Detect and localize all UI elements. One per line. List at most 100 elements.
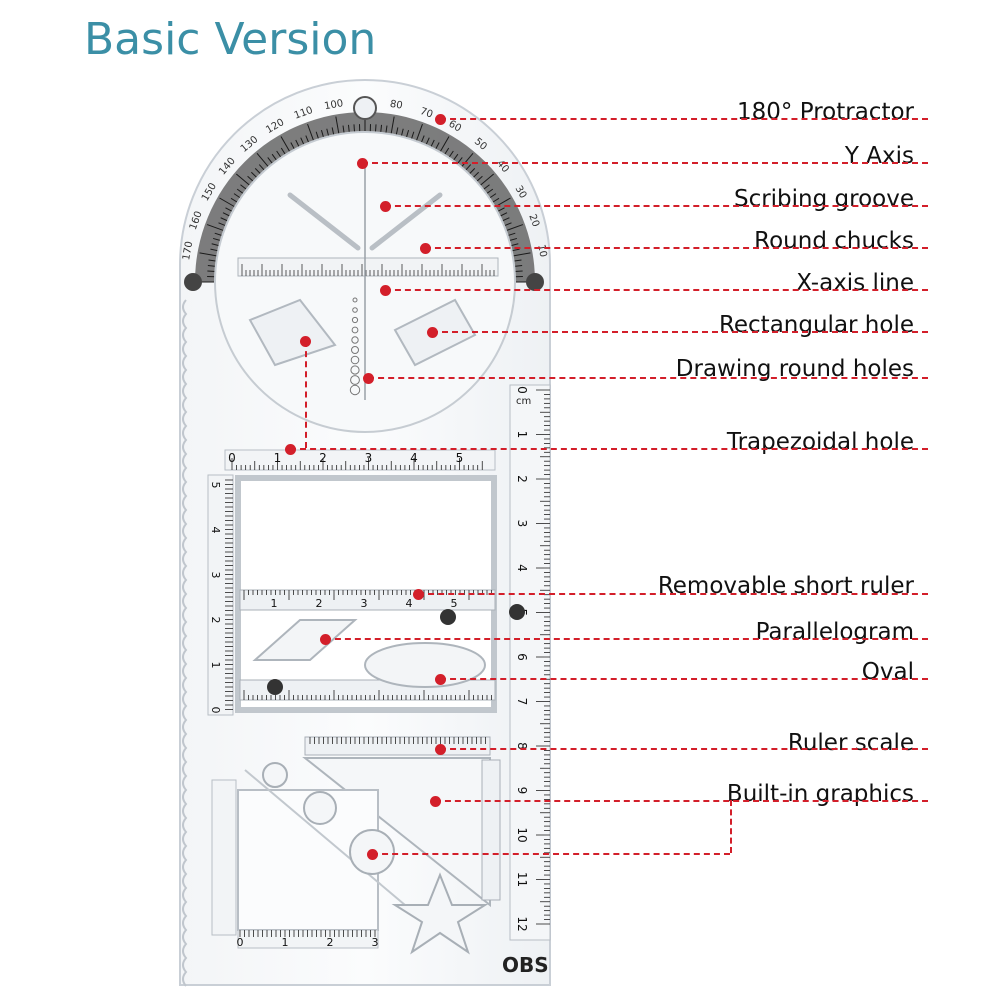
degree-tick: [374, 124, 377, 133]
right-scale-label: 1: [515, 431, 529, 439]
degree-label: 170: [181, 240, 195, 261]
left-scale-label: 2: [209, 617, 222, 624]
right-scale-label: 11: [515, 872, 529, 887]
round-hole: [350, 375, 360, 385]
round-chuck-top: [353, 96, 377, 120]
label-parallelogram: Parallelogram: [755, 619, 914, 645]
left-scale-strip: [207, 474, 234, 716]
leader-graphics-circle: [372, 853, 730, 855]
ruler-scale-ticks: [309, 737, 486, 744]
top-scale-label: 2: [319, 451, 327, 465]
degree-tick: [331, 127, 335, 136]
degree-tick: [207, 264, 216, 267]
degree-tick: [486, 188, 494, 195]
leader-dot-trapezoid: [300, 336, 311, 347]
degree-tick: [509, 237, 518, 242]
unit-label: cm: [516, 396, 531, 407]
label-y-axis: Y Axis: [844, 143, 914, 169]
degree-tick: [461, 152, 474, 168]
degree-tick: [400, 128, 404, 137]
leader-dot-protractor: [435, 114, 446, 125]
leader-dot-x-axis-line: [380, 285, 391, 296]
short-ruler-label: 4: [406, 597, 413, 610]
degree-tick: [425, 137, 430, 146]
degree-tick: [452, 153, 459, 161]
bottom-scale-label: 1: [282, 936, 289, 949]
degree-tick: [513, 259, 522, 262]
degree-tick: [395, 127, 399, 136]
left-scale-label: 3: [209, 572, 222, 579]
protractor-band: [195, 112, 535, 282]
right-scale-label: 0: [515, 386, 529, 394]
triangle-scale-strip: [481, 759, 501, 901]
degree-tick: [501, 217, 510, 222]
x-axis-strip: [237, 257, 499, 277]
round-hole: [350, 365, 360, 375]
degree-tick: [258, 164, 266, 171]
label-ruler-scale: Ruler scale: [787, 730, 914, 756]
top-scale-label: 0: [228, 451, 236, 465]
right-scale-labels: 0123456789101112: [515, 386, 529, 931]
leader-dot-ruler-scale: [435, 744, 446, 755]
degree-tick: [335, 116, 340, 135]
degree-tick: [315, 131, 320, 140]
degree-tick: [295, 139, 300, 148]
round-hole: [352, 297, 358, 303]
degree-tick: [230, 197, 239, 203]
screw-left: [267, 679, 283, 695]
degree-tick: [390, 116, 395, 135]
page-title: Basic Version: [84, 14, 377, 65]
degree-tick: [271, 153, 278, 161]
leader-dot-built-in-graphics: [430, 796, 441, 807]
right-scale-strip: [509, 384, 551, 941]
top-scale-strip: [224, 449, 496, 471]
degree-tick: [497, 207, 505, 213]
leader-line-trapezoidal-hole: [290, 448, 928, 450]
round-hole: [349, 384, 361, 396]
degree-tick: [212, 237, 221, 242]
degree-tick: [476, 175, 483, 183]
leader-line-drawing-round-holes: [368, 377, 928, 379]
right-scale-label: 7: [515, 698, 529, 706]
right-scale-label: 4: [515, 564, 529, 572]
round-hole: [351, 316, 359, 324]
degree-tick: [208, 259, 217, 262]
degree-tick: [210, 248, 219, 252]
leader-dot-trapezoidal-hole: [285, 444, 296, 455]
round-chuck-right: [526, 273, 544, 291]
bottom-scale-label: 3: [372, 936, 379, 949]
label-x-axis-line: X-axis line: [796, 270, 914, 296]
degree-tick: [254, 167, 262, 175]
degree-tick: [225, 207, 233, 213]
round-hole: [351, 346, 359, 354]
screw-right: [440, 609, 456, 625]
degree-tick: [505, 224, 524, 232]
left-scale-label: 5: [209, 482, 222, 489]
degree-tick: [499, 212, 508, 217]
leader-dot-parallelogram: [320, 634, 331, 645]
degree-tick: [300, 137, 305, 146]
left-scale-label: 0: [209, 707, 222, 714]
degree-tick: [207, 270, 216, 273]
scribing-groove-right: [369, 192, 443, 251]
top-scale-label: 4: [410, 451, 418, 465]
graphics-left-scale: [211, 779, 237, 936]
round-hole: [350, 355, 360, 365]
right-scale-label: 2: [515, 475, 529, 483]
short-ruler-label: 5: [451, 597, 458, 610]
degree-tick: [256, 152, 269, 168]
top-scale-label: 1: [274, 451, 282, 465]
round-hole: [351, 336, 359, 344]
leader-dot-y-axis: [357, 158, 368, 169]
degree-tick: [199, 252, 218, 257]
leader-dot-rectangular-hole: [427, 327, 438, 338]
leader-line-y-axis: [362, 162, 928, 164]
label-removable-short-ruler: Removable short ruler: [657, 573, 914, 599]
degree-label: 10: [535, 244, 548, 258]
degree-tick: [464, 164, 472, 171]
degree-tick: [267, 157, 274, 165]
degree-tick: [468, 167, 476, 175]
degree-tick: [307, 123, 315, 142]
